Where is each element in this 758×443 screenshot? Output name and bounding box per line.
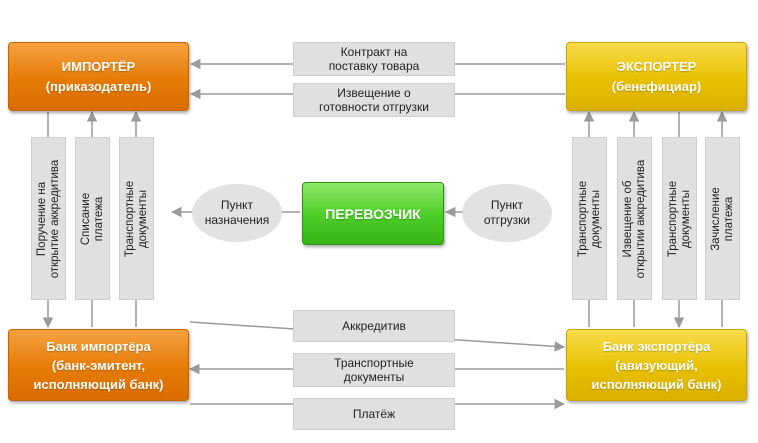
importer-subtitle: (приказодатель) bbox=[45, 78, 152, 94]
vlabel-lc-order: Поручение на открытие аккредитива bbox=[31, 137, 66, 300]
exporter-box: ЭКСПОРТЕР (бенефициар) bbox=[566, 42, 747, 111]
flow-label-bank-docs: Транспортные документы bbox=[293, 353, 455, 387]
vlabel-payment-debit-line1: Списание bbox=[79, 192, 92, 245]
flow-label-letter-of-credit-text: Аккредитив bbox=[342, 319, 406, 333]
vlabel-payment-credit-line1: Зачисление bbox=[709, 186, 722, 251]
vlabel-transport-docs-left-line1: Транспортные bbox=[123, 180, 136, 257]
destination-point-line2: назначения bbox=[204, 213, 270, 227]
vlabel-transport-docs-right-1-line2: документы bbox=[589, 189, 602, 248]
exporter-bank-box: Банк экспортёра (авизующий, исполняющий … bbox=[566, 329, 747, 401]
vlabel-transport-docs-right-2: Транспортные документы bbox=[662, 137, 697, 300]
vlabel-lc-notice-line1: Извещение об bbox=[621, 180, 634, 257]
importer-box: ИМПОРТЁР (приказодатель) bbox=[8, 42, 189, 111]
shipment-point: Пункт отгрузки bbox=[462, 184, 552, 242]
flow-label-letter-of-credit: Аккредитив bbox=[293, 310, 455, 342]
vlabel-payment-credit-line2: платежа bbox=[722, 196, 735, 241]
shipment-point-line2: отгрузки bbox=[483, 213, 531, 227]
exporter-subtitle: (бенефициар) bbox=[611, 78, 702, 94]
flow-label-readiness-line1: Извещение о bbox=[337, 86, 411, 100]
exporter-bank-role-1: (авизующий, bbox=[615, 357, 698, 373]
vlabel-payment-credit: Зачисление платежа bbox=[705, 137, 740, 300]
vlabel-transport-docs-right-1: Транспортные документы bbox=[572, 137, 607, 300]
importer-bank-title: Банк импортёра bbox=[46, 338, 151, 354]
destination-point: Пункт назначения bbox=[192, 184, 282, 242]
vlabel-transport-docs-right-2-line1: Транспортные bbox=[666, 180, 679, 257]
vlabel-transport-docs-right-1-line1: Транспортные bbox=[576, 180, 589, 257]
importer-bank-role-1: (банк-эмитент, bbox=[51, 357, 146, 373]
vlabel-lc-notice: Извещение об открытии аккредитива bbox=[617, 137, 652, 300]
destination-point-line1: Пункт bbox=[220, 198, 254, 212]
flow-label-bank-docs-line2: документы bbox=[343, 370, 405, 384]
importer-bank-role-2: исполняющий банк) bbox=[33, 376, 164, 392]
vlabel-payment-debit-line2: платежа bbox=[92, 196, 105, 241]
flow-label-bank-payment: Платёж bbox=[293, 398, 455, 430]
vlabel-transport-docs-left: Транспортные документы bbox=[119, 137, 154, 300]
flow-label-readiness: Извещение о готовности отгрузки bbox=[293, 83, 455, 117]
flow-label-contract-line1: Контракт на bbox=[340, 45, 408, 59]
vlabel-payment-debit: Списание платежа bbox=[75, 137, 110, 300]
flow-label-contract: Контракт на поставку товара bbox=[293, 42, 455, 76]
flow-label-bank-payment-text: Платёж bbox=[352, 407, 396, 421]
vlabel-lc-order-line2: открытие аккредитива bbox=[48, 159, 61, 278]
carrier-box: ПЕРЕВОЗЧИК bbox=[302, 182, 444, 245]
flow-label-readiness-line2: готовности отгрузки bbox=[318, 100, 430, 114]
vlabel-transport-docs-left-line2: документы bbox=[136, 189, 149, 248]
vlabel-lc-order-line1: Поручение на bbox=[35, 181, 48, 256]
exporter-bank-role-2: исполняющий банк) bbox=[591, 376, 722, 392]
vlabel-transport-docs-right-2-line2: документы bbox=[679, 189, 692, 248]
importer-bank-box: Банк импортёра (банк-эмитент, исполняющи… bbox=[8, 329, 189, 401]
exporter-bank-title: Банк экспортёра bbox=[602, 338, 711, 354]
importer-title: ИМПОРТЁР bbox=[61, 58, 136, 74]
flow-label-contract-line2: поставку товара bbox=[328, 59, 420, 73]
shipment-point-line1: Пункт bbox=[490, 198, 524, 212]
exporter-title: ЭКСПОРТЕР bbox=[616, 58, 697, 74]
carrier-title: ПЕРЕВОЗЧИК bbox=[325, 205, 421, 222]
flow-label-bank-docs-line1: Транспортные bbox=[334, 356, 414, 370]
vlabel-lc-notice-line2: открытии аккредитива bbox=[634, 159, 647, 278]
